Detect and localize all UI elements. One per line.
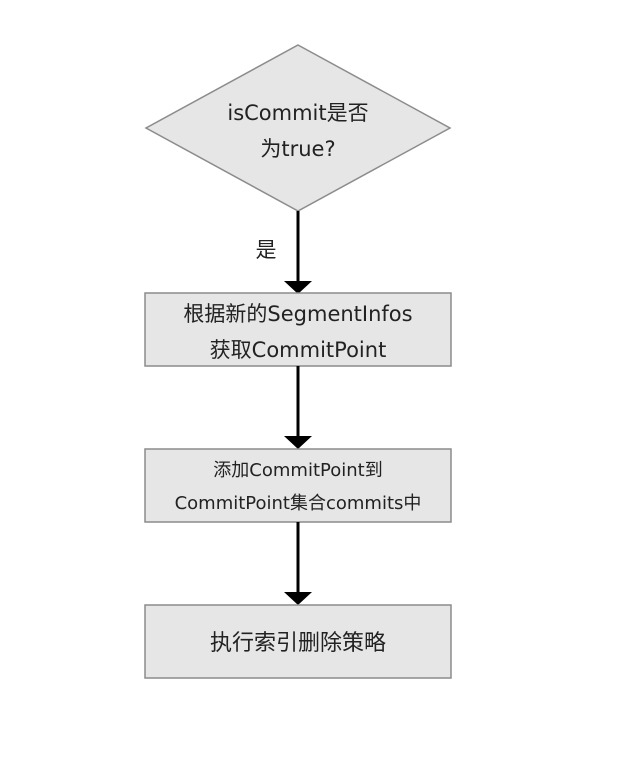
arrow-head (284, 281, 312, 294)
arrow-decision-to-step1: 是 (256, 211, 312, 294)
arrow-step2-to-step3 (284, 522, 312, 605)
process-box (144, 448, 452, 523)
decision-diamond (144, 44, 452, 212)
decision-text-line2: 为true? (260, 137, 335, 161)
process-box (144, 604, 452, 679)
process-text-line1: 添加CommitPoint到 (213, 460, 382, 481)
process-text-line1: 执行索引删除策略 (210, 631, 386, 656)
arrow-head (284, 436, 312, 449)
process-text-line1: 根据新的SegmentInfos (183, 302, 412, 326)
process-text-line2: 获取CommitPoint (210, 338, 387, 362)
arrow-step1-to-step2 (284, 366, 312, 449)
process-node-get-commitpoint: 根据新的SegmentInfos 获取CommitPoint (144, 292, 452, 367)
decision-node: isCommit是否 为true? (144, 44, 452, 212)
process-text-line2: CommitPoint集合commits中 (175, 493, 422, 514)
process-node-add-commitpoint: 添加CommitPoint到 CommitPoint集合commits中 (144, 448, 452, 523)
arrow-head (284, 592, 312, 605)
decision-text-line1: isCommit是否 (227, 101, 368, 125)
process-node-deletion-policy: 执行索引删除策略 (144, 604, 452, 679)
edge-label-yes: 是 (256, 238, 277, 262)
